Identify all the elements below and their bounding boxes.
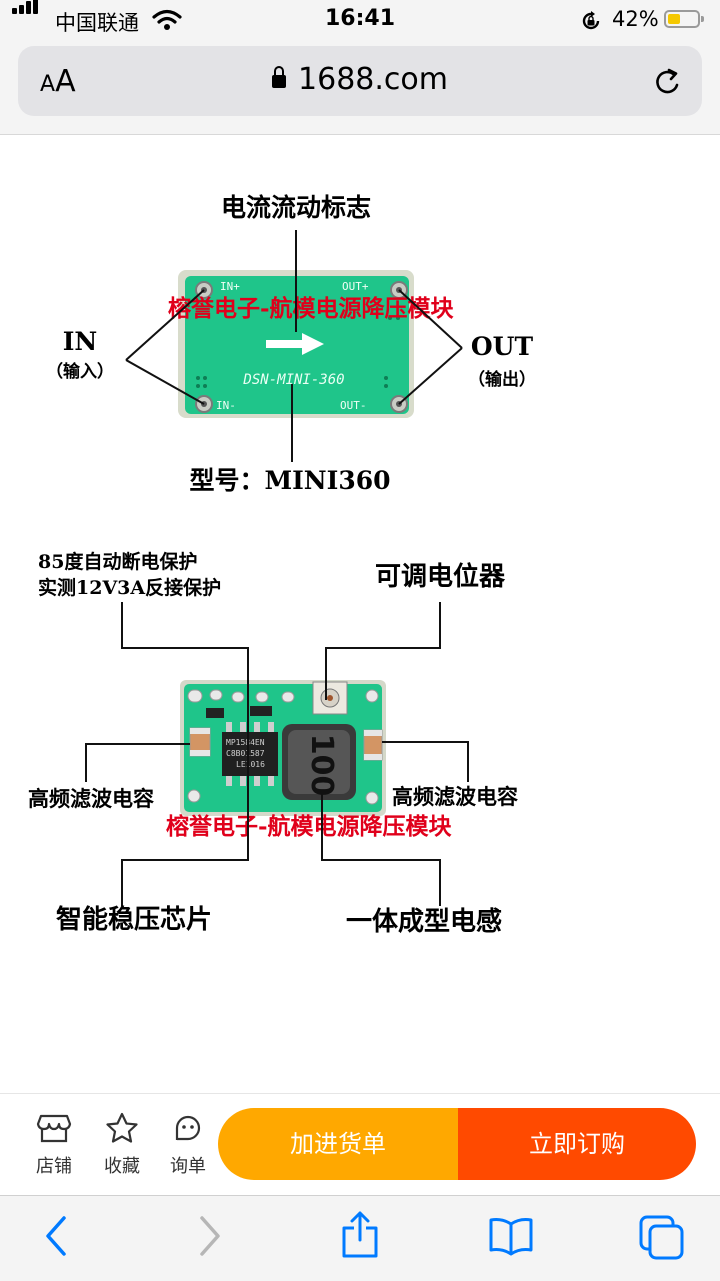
label-inductor: 一体成型电感	[346, 907, 502, 937]
inquiry-icon	[175, 1115, 201, 1141]
battery-icon	[664, 10, 704, 28]
board-in-minus: IN-	[216, 399, 236, 412]
wifi-icon	[152, 9, 182, 30]
chip-print-3: LE1016	[236, 760, 265, 769]
favorite-label: 收藏	[104, 1156, 140, 1177]
text-size-large-label: A	[55, 64, 76, 99]
regulator-chip	[222, 732, 278, 776]
text-size-small-label: A	[40, 72, 56, 97]
chip-print-1: MP1584EN	[226, 738, 265, 747]
label-protection-1: 85度自动断电保护	[38, 550, 197, 573]
inductor-print: 100	[304, 734, 339, 797]
label-out-cn: （输出）	[468, 369, 536, 390]
share-icon[interactable]	[340, 1210, 380, 1260]
board-model-print: DSN-MINI-360	[242, 372, 344, 388]
label-potentiometer: 可调电位器	[375, 561, 506, 592]
diagram-1: 电流流动标志 IN+ OUT+ IN- OUT- DSN-MINI-360	[46, 193, 536, 495]
favorite-button[interactable]: 收藏	[92, 1112, 152, 1178]
tabs-icon[interactable]	[638, 1214, 686, 1260]
board-out-plus: OUT+	[342, 280, 369, 293]
browser-toolbar	[0, 1195, 720, 1281]
orientation-lock-icon	[582, 11, 600, 30]
buy-now-button[interactable]: 立即订购	[458, 1108, 696, 1180]
current-flow-arrow-icon	[302, 333, 324, 355]
lock-icon	[272, 66, 287, 88]
clock: 16:41	[324, 6, 396, 31]
product-diagrams: 电流流动标志 IN+ OUT+ IN- OUT- DSN-MINI-360	[28, 193, 536, 937]
watermark-1: 榕誉电子-航模电源降压模块	[168, 295, 454, 322]
bookmarks-icon[interactable]	[488, 1216, 534, 1256]
browser-header: AA 1688.com	[0, 40, 720, 135]
diagram-2: 85度自动断电保护 实测12V3A反接保护 可调电位器	[28, 550, 518, 937]
label-in-cn: （输入）	[46, 361, 114, 382]
board-out-minus: OUT-	[340, 399, 367, 412]
url-field[interactable]: 1688.com	[18, 62, 702, 97]
domain-text: 1688.com	[298, 62, 448, 97]
board-in-plus: IN+	[220, 280, 240, 293]
reload-icon[interactable]	[652, 66, 684, 98]
label-out: OUT	[471, 332, 534, 361]
label-model: 型号：MINI360	[189, 466, 390, 495]
chip-print-2: C8B01587	[226, 749, 265, 758]
forward-icon[interactable]	[194, 1214, 224, 1258]
label-cap-left: 高频滤波电容	[28, 786, 154, 811]
label-current-flow: 电流流动标志	[221, 193, 371, 222]
battery-percent: 42%	[612, 7, 659, 31]
address-bar[interactable]: AA 1688.com	[18, 46, 702, 116]
label-protection-2: 实测12V3A反接保护	[38, 576, 221, 599]
carrier-name: 中国联通	[55, 11, 139, 35]
label-cap-right: 高频滤波电容	[392, 784, 518, 809]
shop-button[interactable]: 店铺	[24, 1112, 84, 1178]
back-icon[interactable]	[42, 1214, 72, 1258]
status-bar: 中国联通 16:41 42%	[0, 0, 720, 40]
shop-icon	[36, 1114, 72, 1143]
shop-label: 店铺	[36, 1156, 72, 1177]
product-detail-content: 电流流动标志 IN+ OUT+ IN- OUT- DSN-MINI-360	[0, 135, 720, 1093]
inquiry-button[interactable]: 询单	[158, 1112, 218, 1178]
add-to-cart-button[interactable]: 加进货单	[218, 1108, 458, 1180]
text-size-button[interactable]: AA	[40, 64, 76, 99]
inquiry-label: 询单	[170, 1156, 206, 1177]
label-chip: 智能稳压芯片	[56, 904, 212, 935]
label-in: IN	[63, 327, 98, 356]
watermark-2: 榕誉电子-航模电源降压模块	[166, 813, 452, 840]
star-icon	[106, 1112, 138, 1143]
purchase-action-bar: 店铺 收藏 询单 加进货单 立即订购	[0, 1093, 720, 1196]
